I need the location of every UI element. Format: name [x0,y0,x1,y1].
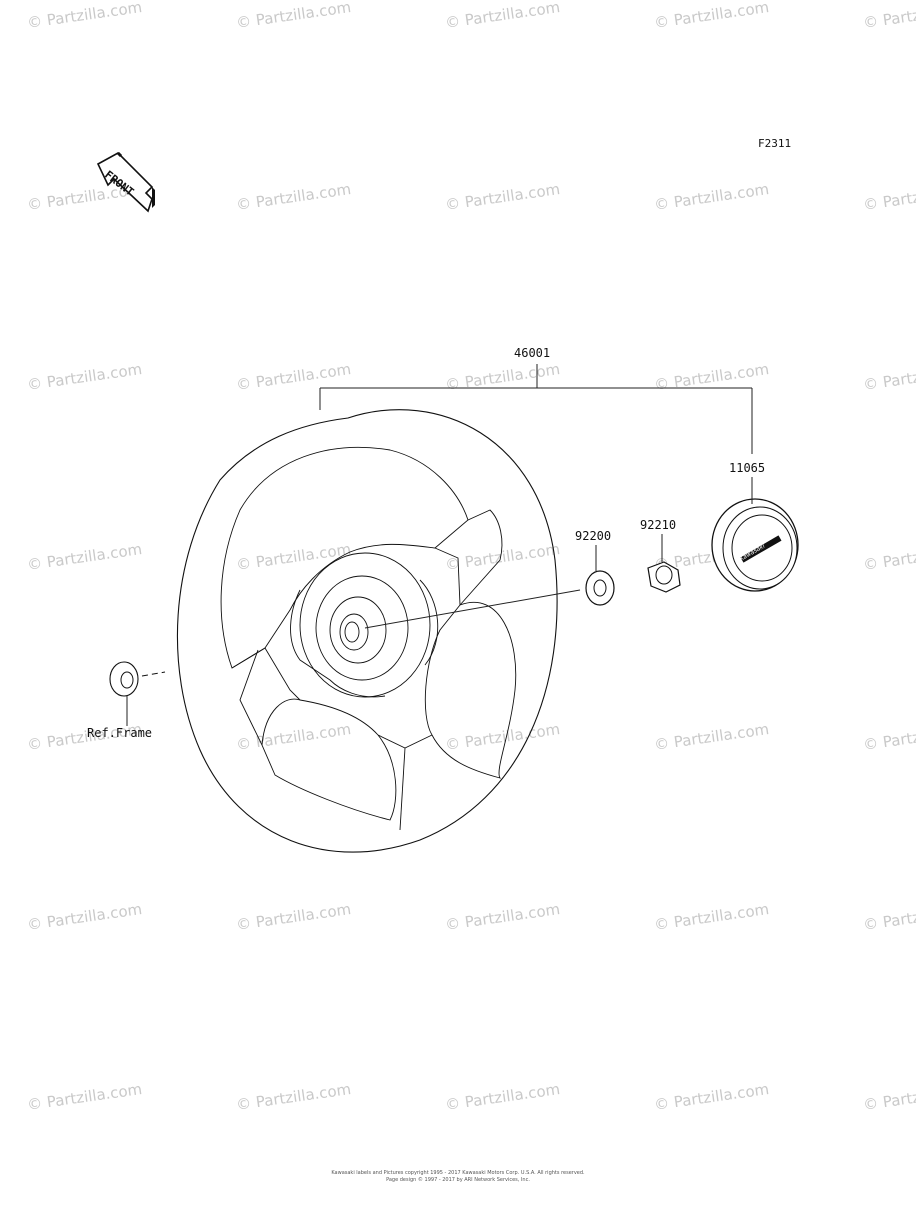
watermark-text: © Partzilla.com [444,900,561,934]
watermark-text: © Partzilla.com [235,900,352,934]
watermark-text: © Partzilla.com [26,900,143,934]
watermark-text: © Partzilla.com [653,720,770,754]
watermark-text: © Partzilla.com [26,360,143,394]
figure-code: F2311 [758,137,791,150]
footer-copyright: Kawasaki labels and Pictures copyright 1… [331,1170,585,1176]
watermark-text: © Partzilla.com [444,540,561,574]
watermark-text: © Partzilla.com [653,360,770,394]
watermark-text: © Partzilla.com [235,1080,352,1114]
footer-design: Page design © 1997 - 2017 by ARI Network… [386,1176,530,1183]
part-number-washer: 92200 [575,529,611,543]
watermark-text: © Partzilla.com [235,360,352,394]
watermark-text: © Partzilla.com [862,900,916,934]
watermark-text: © Partzilla.com [653,0,770,32]
watermark-text: © Partzilla.com [26,540,143,574]
steering-wheel-drawing [176,409,581,853]
watermark-text: © Partzilla.com [26,0,143,32]
watermark-text: © Partzilla.com [862,720,916,754]
watermark-text: © Partzilla.com [444,360,561,394]
washer-part: 92200 [575,529,615,606]
watermark-text: © Partzilla.com [862,540,916,574]
part-number-nut: 92210 [640,518,676,532]
front-arrow-icon: FRONT [96,151,155,213]
part-number-cap: 11065 [729,461,765,475]
nut-part: 92210 [640,518,681,593]
watermark-text: © Partzilla.com [653,1080,770,1114]
assembly-bracket: 46001 [319,346,753,454]
watermark-text: © Partzilla.com [862,180,916,214]
watermark-text: © Partzilla.com [653,180,770,214]
watermark-text: © Partzilla.com [235,0,352,32]
reference-frame-ring: Ref.Frame [87,661,166,740]
watermark-text: © Partzilla.com [653,900,770,934]
watermark-text: © Partzilla.com [444,0,561,32]
watermark-text: © Partzilla.com [444,1080,561,1114]
watermark-text: © Partzilla.com [26,1080,143,1114]
watermark-text: © Partzilla.com [235,180,352,214]
horn-cap-part: Kawasaki 11065 [711,461,799,592]
watermark-text: © Partzilla.com [444,720,561,754]
watermark-text: © Partzilla.com [862,360,916,394]
part-number-assembly: 46001 [514,346,550,360]
watermark-text: © Partzilla.com [862,1080,916,1114]
watermark-text: © Partzilla.com [444,180,561,214]
reference-label: Ref.Frame [87,726,152,740]
watermark-text: © Partzilla.com [862,0,916,32]
watermark-text: © Partzilla.com [235,540,352,574]
